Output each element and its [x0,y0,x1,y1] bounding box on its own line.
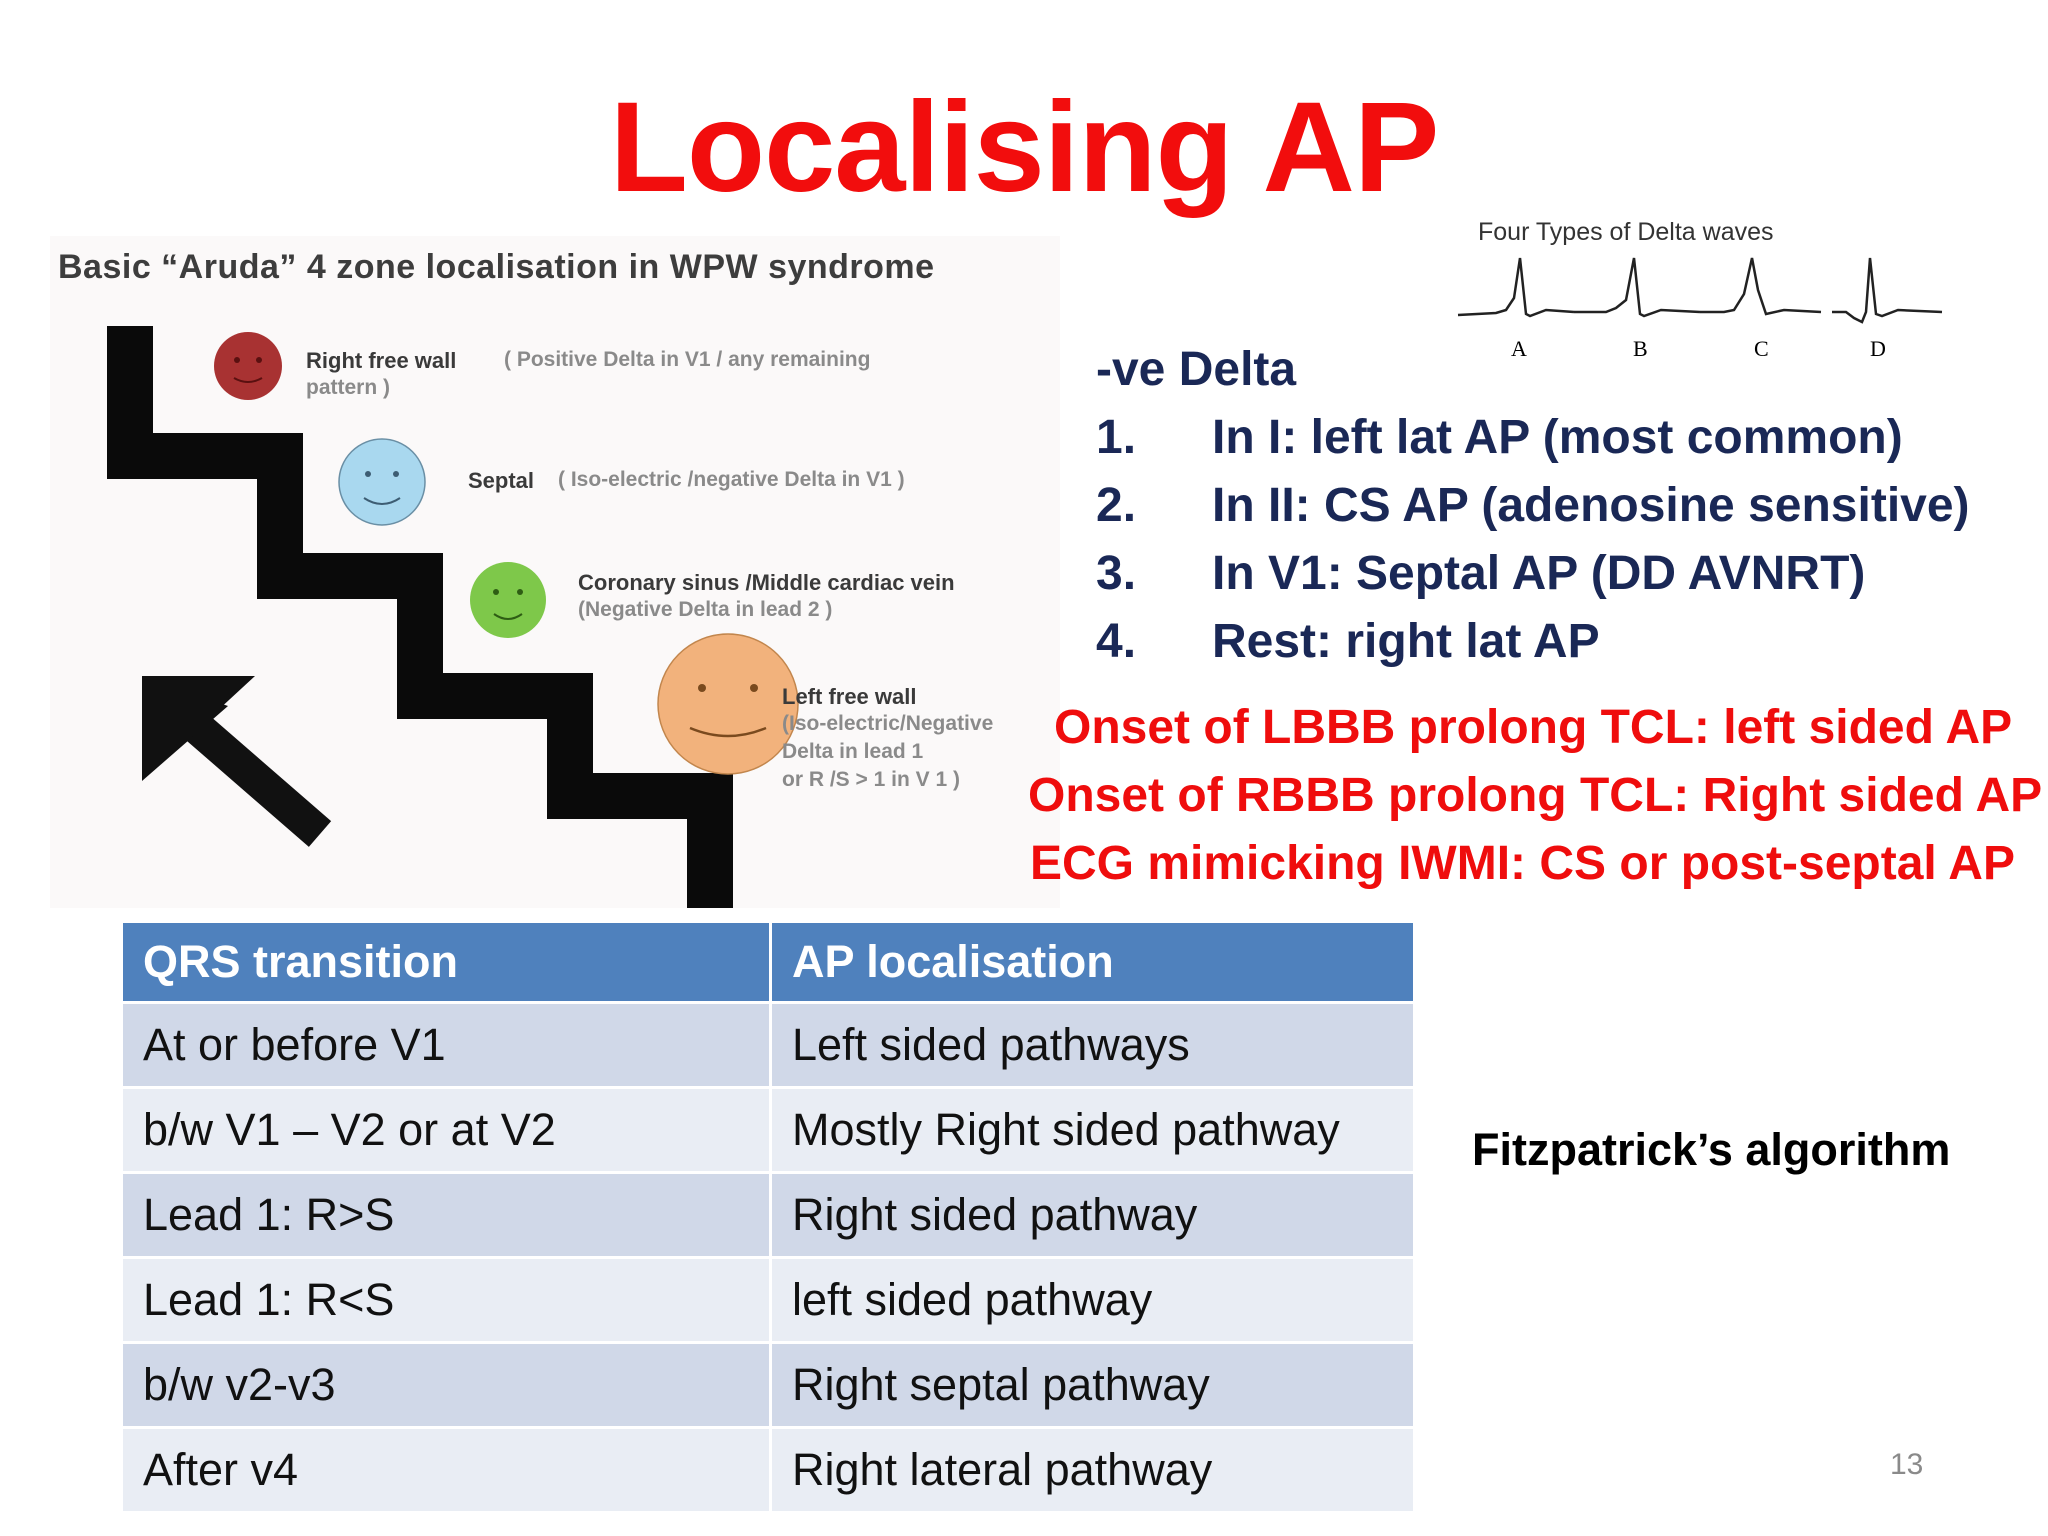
coronary-sinus-face-icon [470,562,546,638]
zone-left-free-wall-desc2: Delta in lead 1 [782,740,924,763]
table-cell: b/w v2-v3 [120,1341,772,1429]
table-cell: Left sided pathways [769,1001,1416,1089]
neg-delta-item-1: In I: left lat AP (most common) [1212,411,1903,464]
zone-coronary-sinus-title: Coronary sinus /Middle cardiac vein [578,570,955,595]
zone-coronary-sinus-desc: (Negative Delta in lead 2 ) [578,598,833,621]
table-header-row: QRS transition AP localisation [120,920,1416,1004]
table-row: After v4 Right lateral pathway [120,1426,1416,1514]
table-row: At or before V1 Left sided pathways [120,1001,1416,1089]
page-number: 13 [1890,1448,1924,1481]
red-note-lbbb: Onset of LBBB prolong TCL: left sided AP [1054,701,2013,754]
zone-right-free-wall-title: Right free wall [306,348,457,373]
table-cell: Right sided pathway [769,1171,1416,1259]
delta-waves-title: Four Types of Delta waves [1478,218,1774,246]
table-cell: Lead 1: R>S [120,1171,772,1259]
delta-waves-diagram: A B C D [1457,257,1943,360]
neg-delta-item-2: In II: CS AP (adenosine sensitive) [1212,479,1970,532]
table-cell: Mostly Right sided pathway [769,1086,1416,1174]
header-qrs-transition: QRS transition [120,920,772,1004]
right-free-wall-face-icon [214,332,282,400]
zone-left-free-wall-desc3: or R /S > 1 in V 1 ) [782,768,960,791]
neg-delta-heading: -ve Delta [1096,343,1297,396]
left-free-wall-face-icon [657,633,799,775]
zone-septal-desc: ( Iso-electric /negative Delta in V1 ) [558,468,905,491]
table-cell: Right septal pathway [769,1341,1416,1429]
delta-label-a: A [1511,336,1527,360]
table-cell: At or before V1 [120,1001,772,1089]
neg-delta-num-3: 3. [1096,547,1137,600]
staircase-path [107,326,733,908]
neg-delta-num-1: 1. [1096,411,1137,464]
table-row: b/w V1 – V2 or at V2 Mostly Right sided … [120,1086,1416,1174]
qrs-transition-table: QRS transition AP localisation At or bef… [120,920,1416,1514]
zone-right-free-wall-desc2: pattern ) [306,376,390,399]
aruda-figure: Basic “Aruda” 4 zone localisation in WPW… [50,236,1060,908]
red-note-iwmi: ECG mimicking IWMI: CS or post-septal AP [1030,837,2015,890]
table-cell: b/w V1 – V2 or at V2 [120,1086,772,1174]
table-cell: After v4 [120,1426,772,1514]
delta-wave-b [1574,257,1701,318]
neg-delta-item-4: Rest: right lat AP [1212,615,1600,668]
delta-wave-a [1457,257,1575,318]
zone-left-free-wall-title: Left free wall [782,684,917,709]
neg-delta-item-3: In V1: Septal AP (DD AVNRT) [1212,547,1866,600]
table-cell: left sided pathway [769,1256,1416,1344]
delta-label-b: B [1633,336,1648,360]
arrow-up-left-icon [142,676,332,847]
table-row: Lead 1: R<S left sided pathway [120,1256,1416,1344]
delta-wave-c [1700,257,1822,316]
fitzpatrick-label: Fitzpatrick’s algorithm [1472,1124,1951,1175]
staircase-diagram [107,326,799,908]
aruda-title: Basic “Aruda” 4 zone localisation in WPW… [58,248,935,286]
slide-title: Localising AP [609,76,1440,219]
table-row: Lead 1: R>S Right sided pathway [120,1171,1416,1259]
neg-delta-num-2: 2. [1096,479,1137,532]
table-cell: Right lateral pathway [769,1426,1416,1514]
neg-delta-num-4: 4. [1096,615,1137,668]
zone-right-free-wall-desc: ( Positive Delta in V1 / any remaining [504,348,871,371]
delta-label-d: D [1870,336,1886,360]
delta-label-c: C [1754,336,1769,360]
septal-face-icon [338,438,426,526]
header-ap-localisation: AP localisation [769,920,1416,1004]
table-row: b/w v2-v3 Right septal pathway [120,1341,1416,1429]
table-cell: Lead 1: R<S [120,1256,772,1344]
zone-septal-title: Septal [468,468,535,493]
zone-left-free-wall-desc: (Iso-electric/Negative [782,712,994,735]
red-note-rbbb: Onset of RBBB prolong TCL: Right sided A… [1028,769,2043,822]
delta-wave-d [1832,257,1943,324]
